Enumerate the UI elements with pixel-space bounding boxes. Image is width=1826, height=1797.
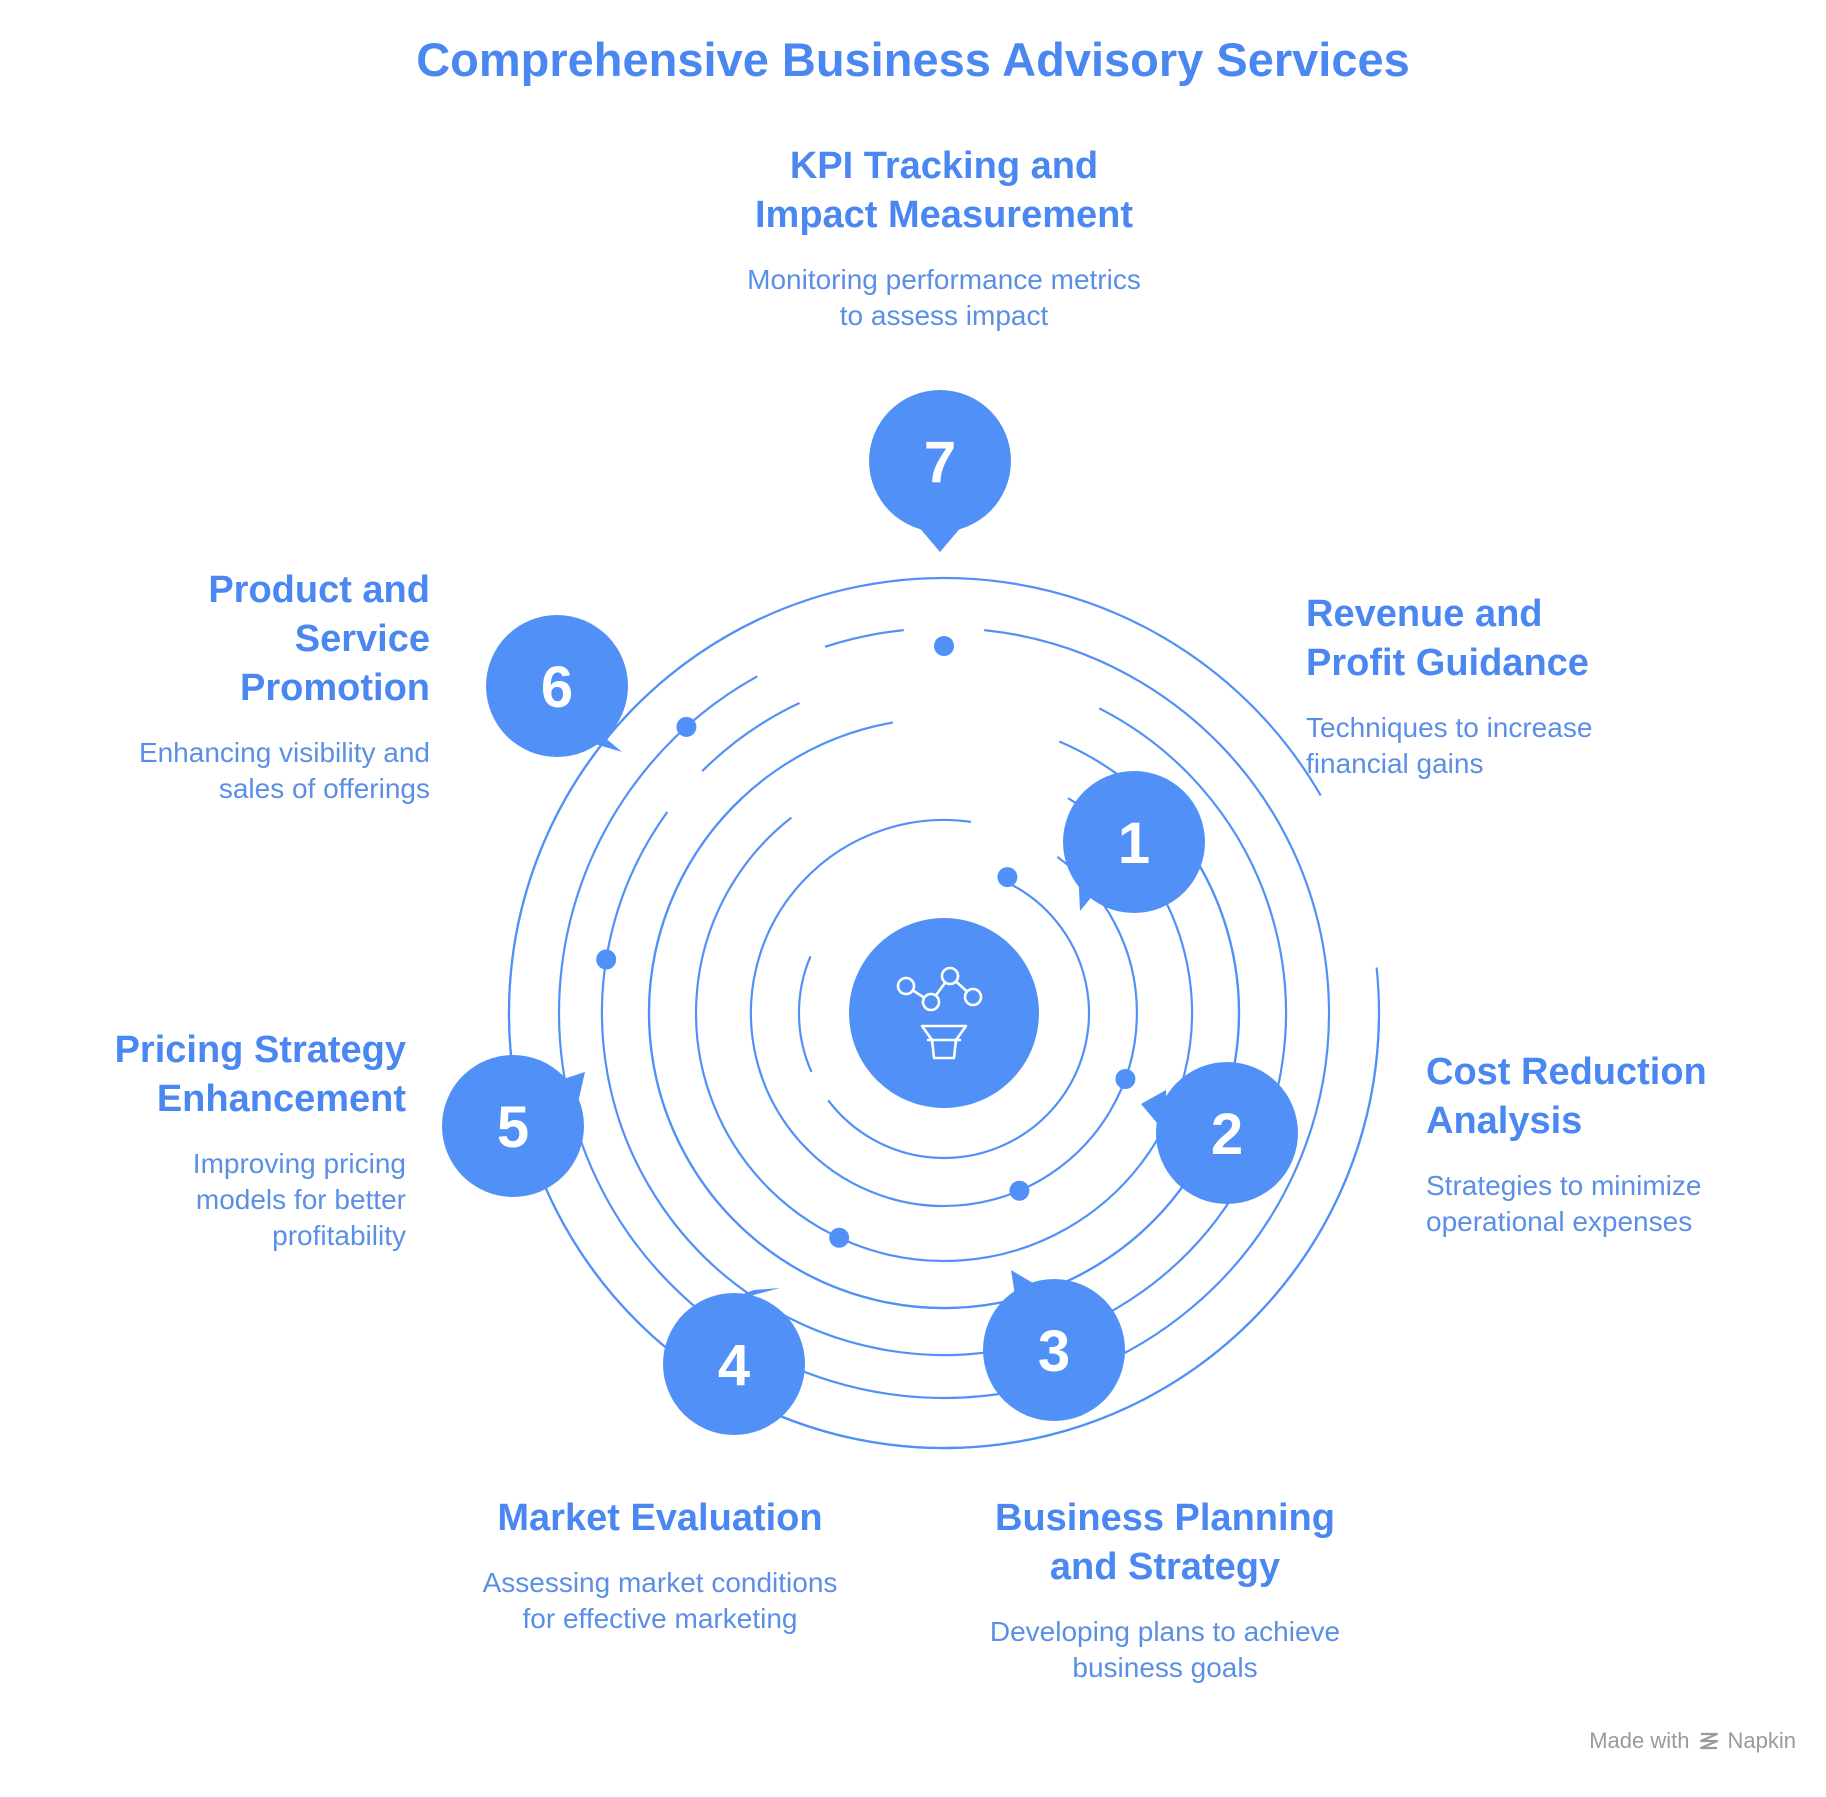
ring-dot <box>997 867 1018 888</box>
step-1-title: Revenue and Profit Guidance <box>1306 593 1589 684</box>
credit-prefix: Made with <box>1589 1728 1690 1753</box>
step-2-description: Strategies to minimize operational expen… <box>1426 1170 1702 1237</box>
ring-arc <box>694 797 1194 1263</box>
step-7-description: Monitoring performance metrics to assess… <box>747 264 1141 331</box>
ring-dot <box>934 636 954 656</box>
step-1-number: 1 <box>1118 811 1150 876</box>
badge-circle <box>869 390 1011 532</box>
step-4-text: Market Evaluation Assessing market condi… <box>450 1494 870 1637</box>
step-6-text: Product and Service Promotion Enhancing … <box>60 566 430 807</box>
badge-circle <box>983 1279 1125 1421</box>
step-5-badge: 5 <box>442 1055 585 1197</box>
credit-brand: Napkin <box>1727 1728 1796 1753</box>
ring-arc <box>749 818 1138 1208</box>
step-5-title: Pricing Strategy Enhancement <box>114 1029 406 1120</box>
funnel-analytics-icon <box>896 966 983 1060</box>
step-2-text: Cost Reduction Analysis Strategies to mi… <box>1426 1048 1816 1240</box>
step-3-number: 3 <box>1038 1319 1070 1384</box>
step-7-title: KPI Tracking and Impact Measurement <box>754 145 1133 236</box>
step-4-number: 4 <box>718 1333 750 1398</box>
napkin-logo-icon <box>1699 1732 1718 1750</box>
step-2-title: Cost Reduction Analysis <box>1426 1051 1707 1142</box>
step-5-text: Pricing Strategy Enhancement Improving p… <box>60 1026 406 1254</box>
badge-circle <box>442 1055 584 1197</box>
ring-arc <box>701 702 800 772</box>
step-2-badge: 2 <box>1141 1062 1298 1204</box>
ring-dot <box>596 949 617 970</box>
step-badges: 1 2 3 4 5 6 7 <box>442 390 1298 1435</box>
ring-arc <box>647 721 1241 1310</box>
step-6-number: 6 <box>541 655 573 720</box>
step-4-title: Market Evaluation <box>497 1497 823 1539</box>
ring-arc <box>827 881 1091 1160</box>
step-1-text: Revenue and Profit Guidance Techniques t… <box>1306 590 1726 782</box>
badge-circle <box>663 1293 805 1435</box>
step-4-description: Assessing market conditions for effectiv… <box>482 1567 838 1634</box>
step-7-badge: 7 <box>869 390 1011 552</box>
badge-circle <box>1156 1062 1298 1204</box>
step-3-text: Business Planning and Strategy Developin… <box>940 1494 1390 1686</box>
step-6-description: Enhancing visibility and sales of offeri… <box>138 737 430 804</box>
ring-dots <box>596 636 1136 1248</box>
ring-dot <box>1115 1069 1136 1089</box>
ring-dot <box>676 716 697 737</box>
step-4-badge: 4 <box>663 1288 805 1435</box>
page-title: Comprehensive Business Advisory Services <box>416 33 1410 86</box>
badge-circle <box>1063 771 1205 913</box>
ring-dot <box>1009 1180 1030 1201</box>
step-1-description: Techniques to increase financial gains <box>1306 712 1593 779</box>
step-6-badge: 6 <box>486 615 628 757</box>
step-1-badge: 1 <box>1063 771 1205 913</box>
ring-arc <box>797 955 813 1073</box>
step-2-number: 2 <box>1211 1102 1243 1167</box>
badge-circle <box>486 615 628 757</box>
center-hub <box>849 918 1039 1108</box>
made-with-napkin-credit: Made with Napkin <box>1589 1728 1796 1754</box>
step-7-number: 7 <box>924 430 956 495</box>
step-7-text: KPI Tracking and Impact Measurement Moni… <box>650 142 1238 334</box>
center-circle <box>849 918 1039 1108</box>
step-3-badge: 3 <box>983 1270 1125 1421</box>
step-3-title: Business Planning and Strategy <box>995 1497 1335 1588</box>
step-3-description: Developing plans to achieve business goa… <box>989 1616 1341 1683</box>
ring-dot <box>829 1227 850 1248</box>
ring-arc <box>824 629 904 648</box>
step-5-description: Improving pricing models for better prof… <box>192 1148 406 1251</box>
step-5-number: 5 <box>497 1095 529 1160</box>
step-6-title: Product and Service Promotion <box>208 569 430 709</box>
